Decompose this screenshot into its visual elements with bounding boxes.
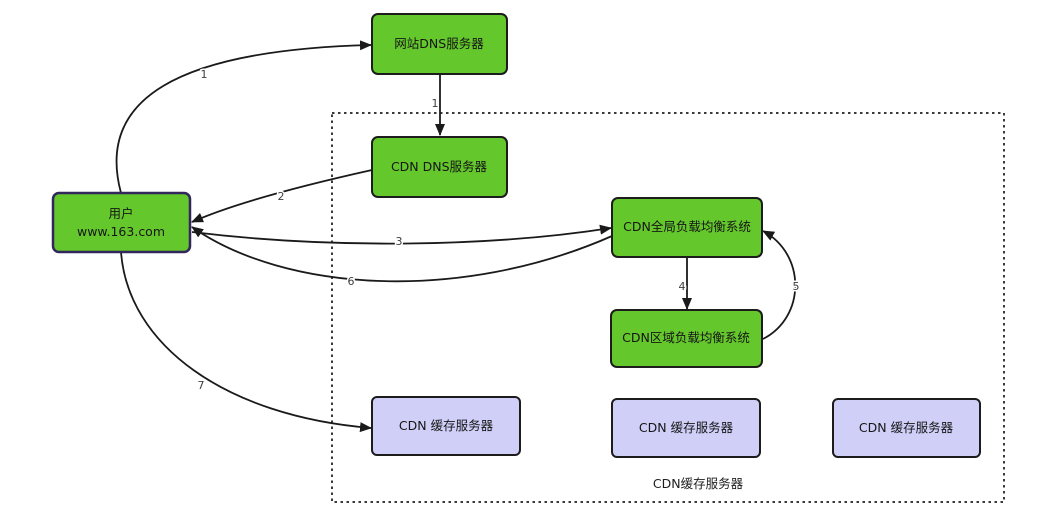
- edge-label-3: 3: [396, 235, 403, 248]
- node-cache-server-2-box: [611, 398, 761, 458]
- cache-cluster-container: CDN缓存服务器: [331, 112, 1005, 503]
- node-cdn-dns: CDN DNS服务器: [371, 136, 508, 198]
- node-cache-server-3-box: [832, 398, 981, 458]
- cache-cluster-label: CDN缓存服务器: [653, 476, 744, 491]
- node-cache-server-1: CDN 缓存服务器: [371, 396, 521, 456]
- cache-cluster-border: [331, 112, 1005, 503]
- node-cache-server-3: CDN 缓存服务器: [832, 398, 981, 458]
- node-cdn-dns-label: CDN DNS服务器: [391, 159, 488, 174]
- edge-regional-lb-to-global-lb: [762, 230, 796, 340]
- edge-label-1-dns-lookup: 1: [201, 68, 208, 81]
- node-user: 用户 www.163.com: [51, 191, 192, 254]
- edge-label-7: 7: [198, 379, 205, 392]
- edge-label-1-cname: 1: [432, 97, 439, 110]
- node-website-dns: 网站DNS服务器: [371, 13, 508, 75]
- node-website-dns-label: 网站DNS服务器: [394, 36, 484, 51]
- edge-user-to-website-dns: [115, 40, 372, 194]
- node-user-box: [51, 191, 192, 254]
- edge-user-to-cache-1: [120, 251, 372, 433]
- node-regional-load-balancer-box: [610, 309, 763, 368]
- node-website-dns-box: [371, 13, 508, 75]
- node-regional-load-balancer-label: CDN区域负载均衡系统: [622, 330, 750, 345]
- node-global-load-balancer-label: CDN全局负载均衡系统: [623, 219, 751, 234]
- node-cdn-dns-box: [371, 136, 508, 198]
- edge-labels: 1 1 2 3 4 5 6 7: [196, 67, 801, 394]
- node-cache-server-2-label: CDN 缓存服务器: [639, 420, 734, 435]
- edge-label-6: 6: [348, 275, 355, 288]
- node-cache-server-2: CDN 缓存服务器: [611, 398, 761, 458]
- edge-label-5: 5: [793, 280, 800, 293]
- edge-user-to-global-lb: [191, 224, 612, 245]
- edge-global-lb-to-user: [191, 226, 613, 283]
- node-regional-load-balancer: CDN区域负载均衡系统: [610, 309, 763, 368]
- edge-cdn-dns-to-user: [191, 169, 373, 223]
- node-cache-server-3-label: CDN 缓存服务器: [859, 420, 954, 435]
- node-global-load-balancer: CDN全局负载均衡系统: [611, 197, 763, 258]
- edge-label-2: 2: [278, 190, 285, 203]
- node-cache-server-1-label: CDN 缓存服务器: [399, 418, 494, 433]
- node-user-label-line2: www.163.com: [77, 224, 165, 239]
- node-global-load-balancer-box: [611, 197, 763, 258]
- edges: [115, 40, 796, 433]
- edge-label-4: 4: [679, 280, 686, 293]
- node-cache-server-1-box: [371, 396, 521, 456]
- node-user-label-line1: 用户: [108, 206, 133, 221]
